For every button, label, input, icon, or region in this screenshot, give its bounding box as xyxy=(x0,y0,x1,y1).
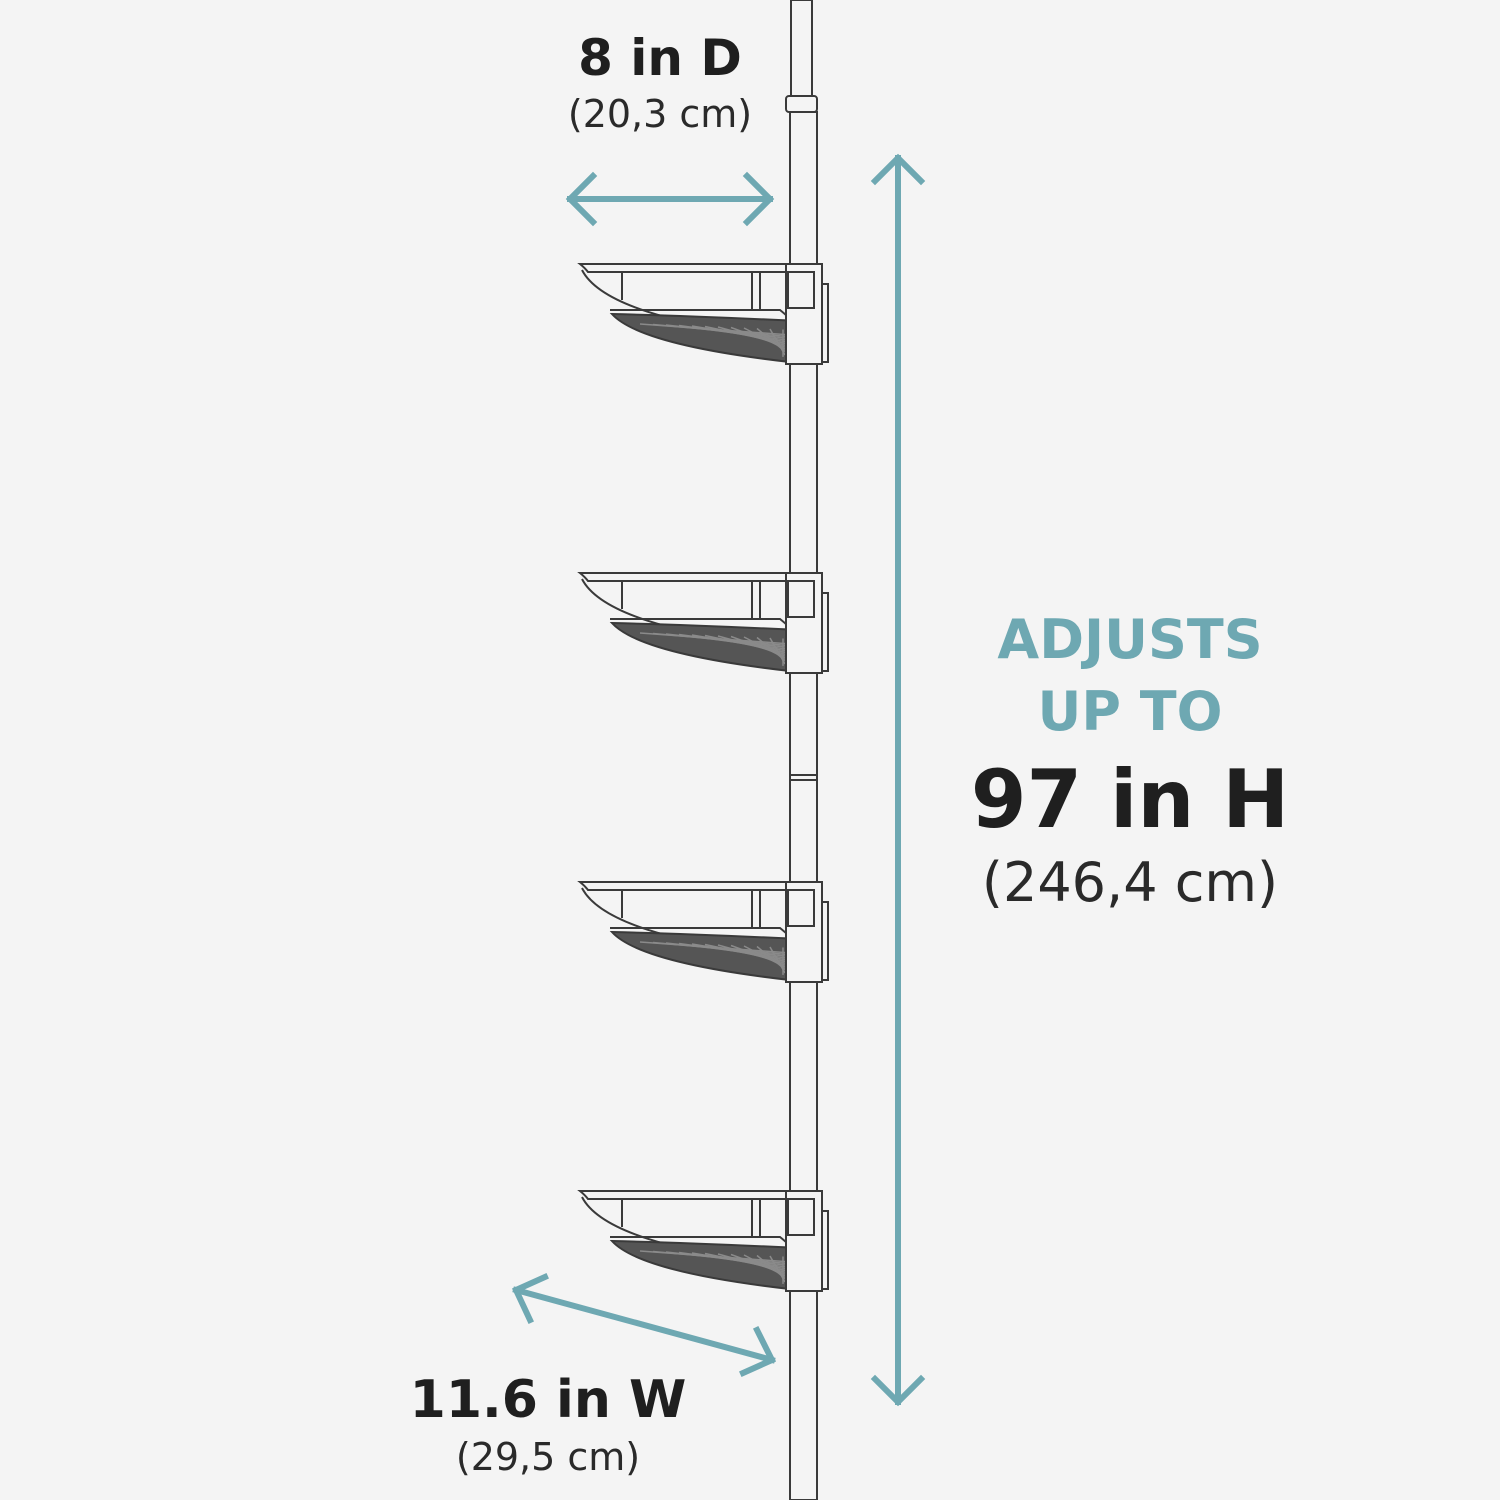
height-metric: (246,4 cm) xyxy=(981,851,1279,914)
double-arrow-icon xyxy=(870,153,926,1407)
width-dimension-label: 11.6 in W (29,5 cm) xyxy=(348,1368,748,1482)
shelf-basket-icon xyxy=(577,1190,829,1292)
depth-dimension-label: 8 in D (20,3 cm) xyxy=(460,28,860,140)
depth-metric: (20,3 cm) xyxy=(567,92,753,136)
shelf-basket-icon xyxy=(577,881,829,983)
shelf-basket-icon xyxy=(577,572,829,674)
height-line-1: ADJUSTS xyxy=(997,608,1263,671)
shelf-basket-icon xyxy=(577,263,829,365)
depth-value: 8 in D xyxy=(578,29,742,87)
height-dimension-label: ADJUSTS UP TO 97 in H (246,4 cm) xyxy=(880,604,1380,918)
double-arrow-icon xyxy=(511,1273,777,1377)
height-line-2: UP TO xyxy=(1037,680,1223,743)
height-value: 97 in H xyxy=(970,753,1290,846)
double-arrow-icon xyxy=(565,171,775,227)
width-metric: (29,5 cm) xyxy=(455,1435,641,1479)
shelf-group xyxy=(577,263,829,1292)
width-value: 11.6 in W xyxy=(409,1370,687,1430)
